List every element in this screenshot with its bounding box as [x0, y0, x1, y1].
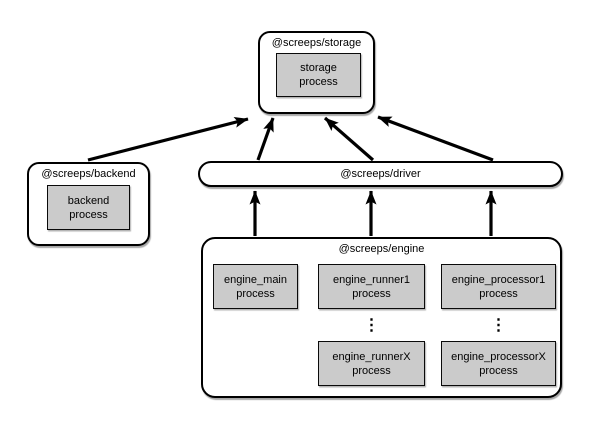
engine-processor1-process-box: engine_processor1 process: [441, 264, 556, 309]
driver-title: @screeps/driver: [340, 168, 421, 180]
engine-runnerX-process-box: engine_runnerX process: [318, 341, 425, 386]
arrow-driver-to-storage-middle: [323, 116, 375, 162]
arrow-backend-to-storage: [87, 117, 249, 162]
node-storage: @screeps/storage storage process: [258, 31, 375, 114]
backend-process-box: backend process: [47, 185, 130, 230]
engine-main-process-box: engine_main process: [213, 264, 298, 309]
engine-processorX-process-box: engine_processorX process: [441, 341, 556, 386]
vertical-ellipsis-runner: ⋮: [363, 317, 380, 334]
arrow-driver-to-storage-right: [377, 115, 494, 162]
node-driver: @screeps/driver: [198, 161, 563, 187]
engine-runner1-process-box: engine_runner1 process: [318, 264, 425, 309]
vertical-ellipsis-processor: ⋮: [490, 317, 507, 334]
storage-process-box: storage process: [276, 53, 361, 97]
engine-title: @screeps/engine: [338, 243, 425, 255]
storage-title: @screeps/storage: [271, 37, 362, 49]
node-engine: @screeps/engine engine_main process engi…: [201, 237, 562, 398]
node-backend: @screeps/backend backend process: [27, 162, 150, 246]
backend-title: @screeps/backend: [41, 168, 136, 180]
arrow-driver-to-storage-left: [256, 117, 275, 161]
